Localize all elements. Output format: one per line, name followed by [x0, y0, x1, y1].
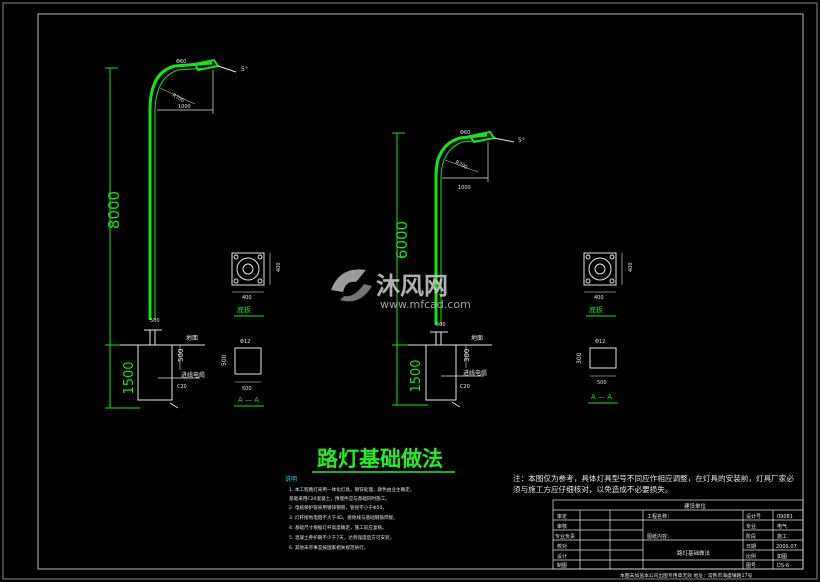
- tb-value: 09081: [777, 514, 793, 520]
- tb-value: 电气: [777, 523, 787, 530]
- right-ground: 地面: [471, 334, 483, 342]
- watermark-brand: 沐风网: [376, 272, 448, 300]
- watermark-logo-icon: [331, 269, 366, 292]
- tb-row-label: 专业负责: [555, 533, 575, 540]
- left-plate-label: 底板: [237, 305, 251, 314]
- tb-row-label: 审定: [557, 513, 567, 520]
- right-cable: 进线电缆: [463, 369, 487, 377]
- tb-key: 日期: [746, 544, 756, 550]
- title-block: [552, 499, 804, 570]
- left-radius: R700: [171, 93, 185, 105]
- right-pole: [434, 133, 488, 325]
- right-foundation: [425, 344, 457, 401]
- note-line: 6. 其他未尽事宜按国家相关规范执行。: [289, 544, 368, 551]
- left-bolt: Φ12: [240, 339, 250, 345]
- right-base-label: 1500: [409, 359, 424, 392]
- right-height-label: 6000: [393, 221, 411, 259]
- remark-line-2: 须与施工方应仔细核对，以免造成不必要损失。: [513, 484, 672, 494]
- tb-value: 如图: [777, 553, 787, 560]
- right-angle: 5°: [518, 137, 525, 144]
- note-line: 3. 灯杆接地电阻不大于4Ω，接地线与基础钢筋焊接。: [289, 514, 398, 521]
- tb-value: DS-6: [777, 563, 789, 569]
- tb-project-label: 工程名称：: [647, 513, 672, 520]
- tb-key: 设计号: [746, 513, 761, 520]
- inner-border: [37, 13, 804, 570]
- left-cable: 进线电缆: [181, 371, 205, 379]
- remark-line-1: 注：本图仅为参考，具体灯具型号不同应作相应调整，在灯具的安装前，灯具厂家必: [513, 473, 794, 483]
- tb-key: 图号: [746, 563, 756, 569]
- note-line: 4. 基础尺寸根据灯杆高度确定，施工前应复核。: [289, 524, 387, 531]
- watermark: 沐风网 www.mfcad.com: [331, 269, 471, 311]
- note-line: 5. 混凝土养护期不少于7天，达到强度后方可安装。: [289, 534, 394, 541]
- tb-value: 施工: [777, 533, 787, 540]
- left-base-label: 1500: [122, 361, 137, 394]
- tb-drawing-name: 路灯基础做法: [677, 549, 711, 557]
- tb-row-label: 审核: [557, 523, 567, 530]
- note-line: 1. 本工程路灯采用一体化灯具，镀锌处理，颜色由业主确定。: [289, 486, 414, 493]
- left-concrete: C20: [177, 384, 187, 390]
- left-section-label: A — A: [238, 396, 259, 404]
- right-dia: Φ60: [460, 130, 470, 136]
- tb-drawing-label: 图纸内容：: [647, 533, 672, 540]
- left-plate-w: 400: [242, 295, 252, 301]
- tb-header: 建设单位: [684, 502, 707, 510]
- right-bolt: Φ12: [595, 339, 605, 345]
- tb-row-label: 制图: [557, 562, 567, 569]
- left-arm: 1000: [178, 104, 191, 110]
- right-lamp-elevation: 6000 1500 5° Φ60 1000 R700 地面 进线电缆 C20 5…: [392, 130, 525, 408]
- right-plate-h: 400: [628, 262, 634, 272]
- tb-row-label: 设计: [557, 553, 567, 560]
- tb-value: 2009.07: [776, 544, 797, 550]
- left-dim500: 500: [150, 318, 160, 324]
- left-ground: 地面: [186, 334, 198, 342]
- right-sec-h: 300: [576, 352, 583, 364]
- tb-key: 阶段: [746, 533, 756, 540]
- notes-heading: 说明: [285, 475, 297, 483]
- note-line: 2. 电缆保护管采用镀锌钢管，管径不小于Φ50。: [289, 504, 387, 511]
- left-lamp-elevation: 8000 1500 5° Φ60 1000 R700 地面 进线电缆 C20 5…: [105, 58, 248, 409]
- notes-block: 说明 1. 本工程路灯采用一体化灯具，镀锌处理，颜色由业主确定。 基础采用C20…: [285, 475, 414, 551]
- tb-row-label: 校对: [557, 543, 567, 550]
- right-section-label: A — A: [591, 393, 612, 401]
- left-sec-w: 500: [242, 386, 252, 392]
- right-dim500: 500: [436, 322, 446, 328]
- right-plate-label: 底板: [589, 305, 603, 314]
- left-foundation: [137, 344, 173, 401]
- tb-key: 比例: [746, 553, 756, 560]
- left-dim-f: 500: [177, 349, 185, 362]
- left-height-label: 8000: [105, 191, 123, 229]
- right-plate-w: 400: [594, 295, 604, 301]
- right-sec-w: 500: [597, 380, 607, 386]
- note-line: 基础采用C20混凝土，预埋件应与基础同时施工。: [289, 495, 390, 502]
- left-dia: Φ60: [176, 59, 186, 65]
- tb-key: 专业: [746, 523, 756, 530]
- right-concrete: C20: [460, 384, 470, 390]
- right-arm: 1000: [458, 185, 471, 191]
- page-title: 路灯基础做法: [317, 447, 443, 471]
- right-base-plate: 400 400 底板: [583, 252, 634, 317]
- left-plate-h: 400: [276, 262, 282, 272]
- right-dim-f: 300: [463, 349, 471, 362]
- left-section-aa: Φ12 500 500 A — A: [221, 339, 264, 407]
- right-radius: R700: [454, 159, 468, 170]
- left-sec-h: 500: [221, 354, 228, 366]
- left-angle: 5°: [241, 66, 248, 73]
- right-section-aa: Φ12 500 300 A — A: [576, 339, 618, 404]
- watermark-url: www.mfcad.com: [380, 298, 471, 311]
- left-pole: [148, 61, 213, 320]
- left-base-plate: 400 400 底板: [231, 252, 282, 317]
- footer-note: 本图未加盖本公司出图专用章无效 地址：常熟市海虞镇路17号: [620, 572, 753, 579]
